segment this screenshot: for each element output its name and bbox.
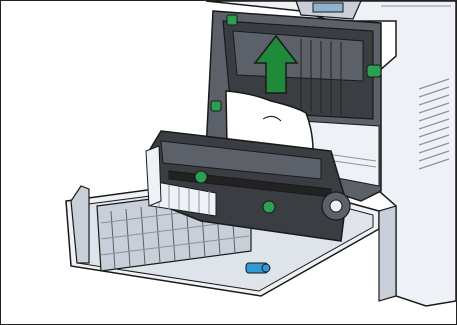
green-tab-left bbox=[227, 15, 237, 25]
drive-gear bbox=[322, 192, 350, 220]
printer-base bbox=[379, 206, 396, 301]
blue-knob bbox=[246, 263, 270, 273]
green-tab-right bbox=[367, 65, 381, 77]
panel-screen bbox=[313, 3, 343, 12]
